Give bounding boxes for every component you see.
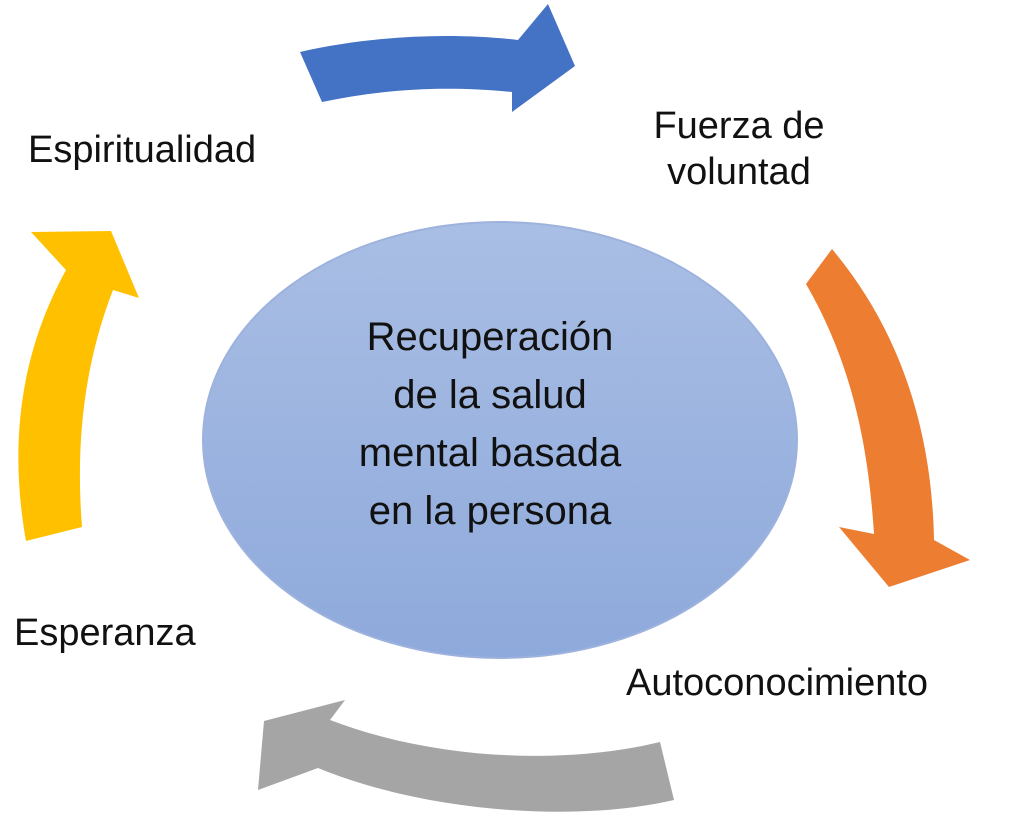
center-title-line-2: de la salud — [393, 373, 587, 417]
node-esperanza: Esperanza — [14, 612, 196, 654]
curved-arrow-up-icon — [18, 231, 139, 541]
node-autoconocimiento: Autoconocimiento — [626, 662, 929, 704]
node-fuerza-line-2: voluntad — [667, 151, 811, 193]
node-fuerza-de-voluntad: Fuerza de voluntad — [624, 103, 854, 195]
curved-arrow-right-icon — [300, 4, 575, 112]
center-title-line-1: Recuperación — [366, 315, 614, 359]
node-espiritualidad: Espiritualidad — [28, 129, 257, 171]
curved-arrow-left-icon — [258, 700, 674, 812]
center-ellipse — [202, 221, 798, 659]
center-title-line-3: mental basada — [358, 431, 622, 475]
node-fuerza-line-1: Fuerza de — [653, 105, 825, 147]
center-title-line-4: en la persona — [368, 489, 612, 533]
curved-arrow-down-icon — [806, 249, 970, 587]
center-title: Recuperación de la salud mental basada e… — [300, 308, 680, 540]
